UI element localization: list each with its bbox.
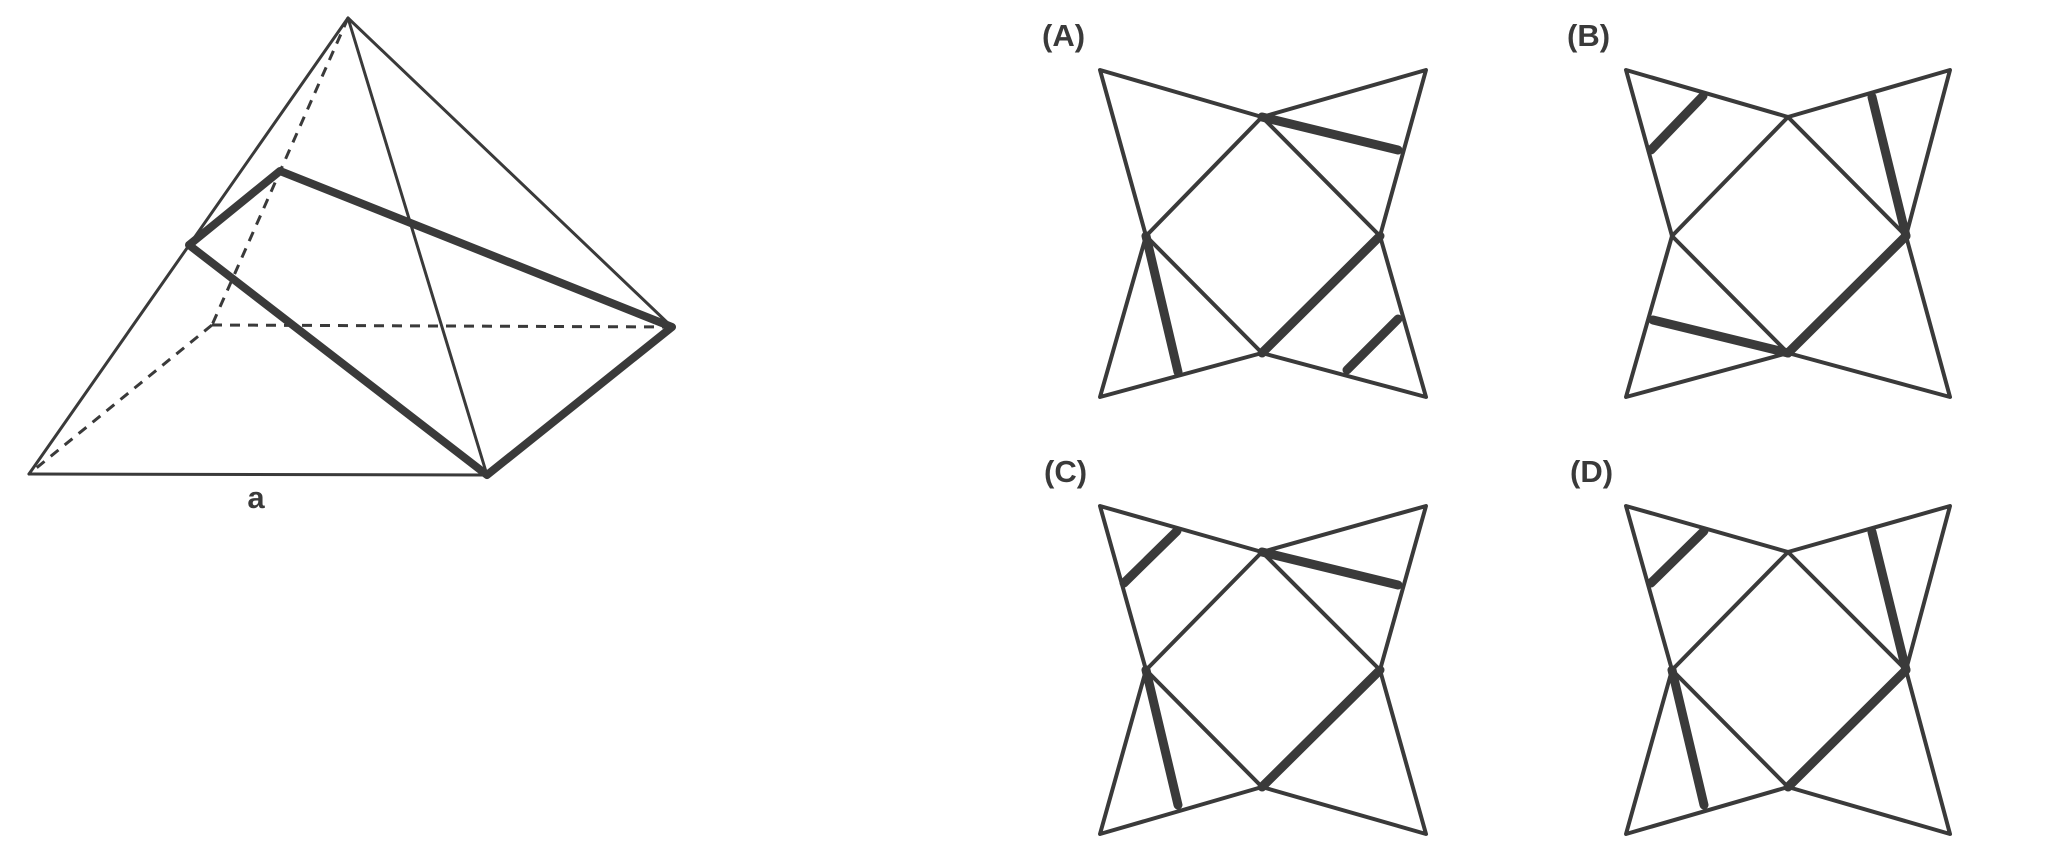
thick-segment bbox=[1257, 547, 1403, 590]
pyramid-cross-section bbox=[185, 167, 676, 479]
thick-segment bbox=[1648, 315, 1793, 358]
thick-segment bbox=[1257, 231, 1385, 358]
option-d[interactable]: (D) bbox=[1570, 454, 1952, 836]
net-center-square bbox=[1670, 115, 1908, 355]
option-b[interactable]: (B) bbox=[1567, 18, 1952, 399]
thick-segment bbox=[1646, 526, 1709, 588]
option-b-label: (B) bbox=[1567, 18, 1610, 53]
edge-label-a: a bbox=[247, 480, 265, 515]
thick-segment bbox=[1867, 527, 1911, 675]
thick-segment bbox=[1257, 665, 1385, 792]
net-star-outline bbox=[1624, 68, 1952, 399]
pyramid-edge bbox=[346, 16, 674, 329]
net-star-outline bbox=[1098, 504, 1428, 836]
net-center-square bbox=[1144, 115, 1382, 355]
option-c[interactable]: (C) bbox=[1044, 454, 1428, 836]
pyramid-figure: a bbox=[27, 16, 676, 515]
option-a-label: (A) bbox=[1042, 18, 1085, 53]
option-a[interactable]: (A) bbox=[1042, 18, 1428, 399]
pyramid-edge bbox=[346, 16, 489, 477]
thick-segment bbox=[1646, 91, 1708, 155]
option-d-label: (D) bbox=[1570, 454, 1613, 489]
thick-segment bbox=[1119, 526, 1182, 588]
option-c-label: (C) bbox=[1044, 454, 1087, 489]
thick-segment bbox=[1141, 665, 1183, 810]
thick-segment bbox=[1257, 112, 1403, 155]
thick-segment bbox=[1783, 665, 1911, 792]
net-star-outline bbox=[1624, 504, 1952, 836]
thick-segment bbox=[1667, 665, 1709, 810]
net-star-outline bbox=[1098, 68, 1428, 399]
thick-segment bbox=[1783, 231, 1911, 358]
thick-segment bbox=[1342, 314, 1403, 375]
thick-segment bbox=[1141, 231, 1183, 377]
net-center-square bbox=[1670, 550, 1908, 789]
pyramid-hidden-edge bbox=[28, 323, 213, 476]
thick-segment bbox=[1867, 92, 1911, 241]
net-center-square bbox=[1144, 550, 1382, 789]
pyramid-base-edge bbox=[27, 472, 489, 477]
